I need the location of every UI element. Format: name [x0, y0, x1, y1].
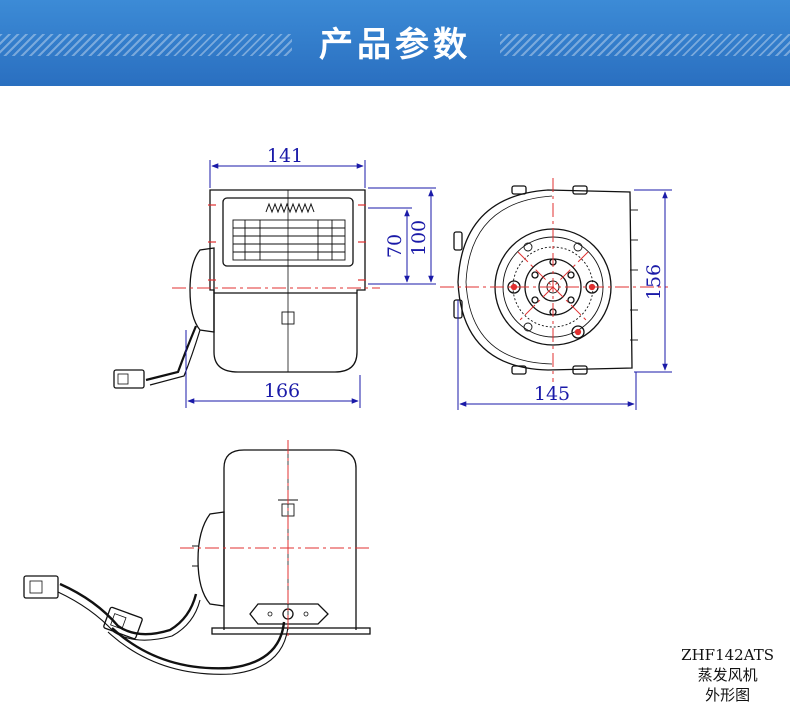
dimension-145	[457, 300, 637, 410]
technical-drawing: 141 166 70 100	[23, 145, 672, 675]
caption-line3: 外形图	[705, 686, 751, 704]
dimension-166	[185, 330, 361, 408]
front-view	[453, 185, 638, 375]
front-view-centerlines	[440, 178, 668, 382]
dimension-141	[209, 160, 366, 188]
side-view-slot-marks	[208, 204, 366, 281]
header-banner: 产品参数	[0, 0, 790, 86]
banner-stripes-left	[0, 34, 292, 56]
bottom-view-centerlines	[180, 440, 372, 640]
drawing-caption: ZHF142ATS 蒸发风机 外形图	[681, 645, 774, 705]
dim-label-100: 100	[408, 220, 430, 256]
dim-label-166: 166	[264, 380, 300, 402]
dimension-156	[634, 189, 672, 373]
caption-model: ZHF142ATS	[681, 646, 774, 664]
page-title: 产品参数	[319, 25, 471, 65]
bottom-view	[23, 449, 371, 675]
caption-line2: 蒸发风机	[697, 666, 758, 684]
dim-label-156: 156	[643, 264, 665, 300]
side-view	[113, 189, 366, 389]
dim-label-70: 70	[384, 234, 406, 258]
dimension-70-100	[368, 187, 436, 285]
dim-label-145: 145	[534, 383, 570, 405]
dim-label-141: 141	[267, 145, 303, 167]
banner-stripes-right	[500, 34, 790, 56]
